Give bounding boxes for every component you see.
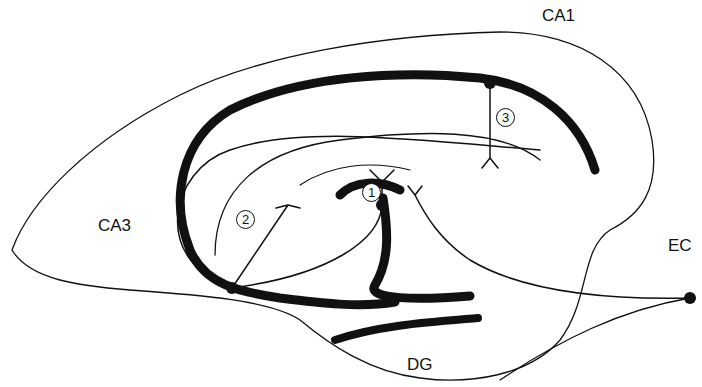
region-label: CA3 [96, 216, 133, 235]
region-label: DG [405, 355, 435, 374]
region-label: CA1 [540, 6, 577, 25]
callout-number: 3 [496, 108, 515, 127]
callout-number: 2 [236, 210, 255, 229]
region-label: EC [666, 236, 694, 255]
callout-number: 1 [362, 183, 381, 202]
